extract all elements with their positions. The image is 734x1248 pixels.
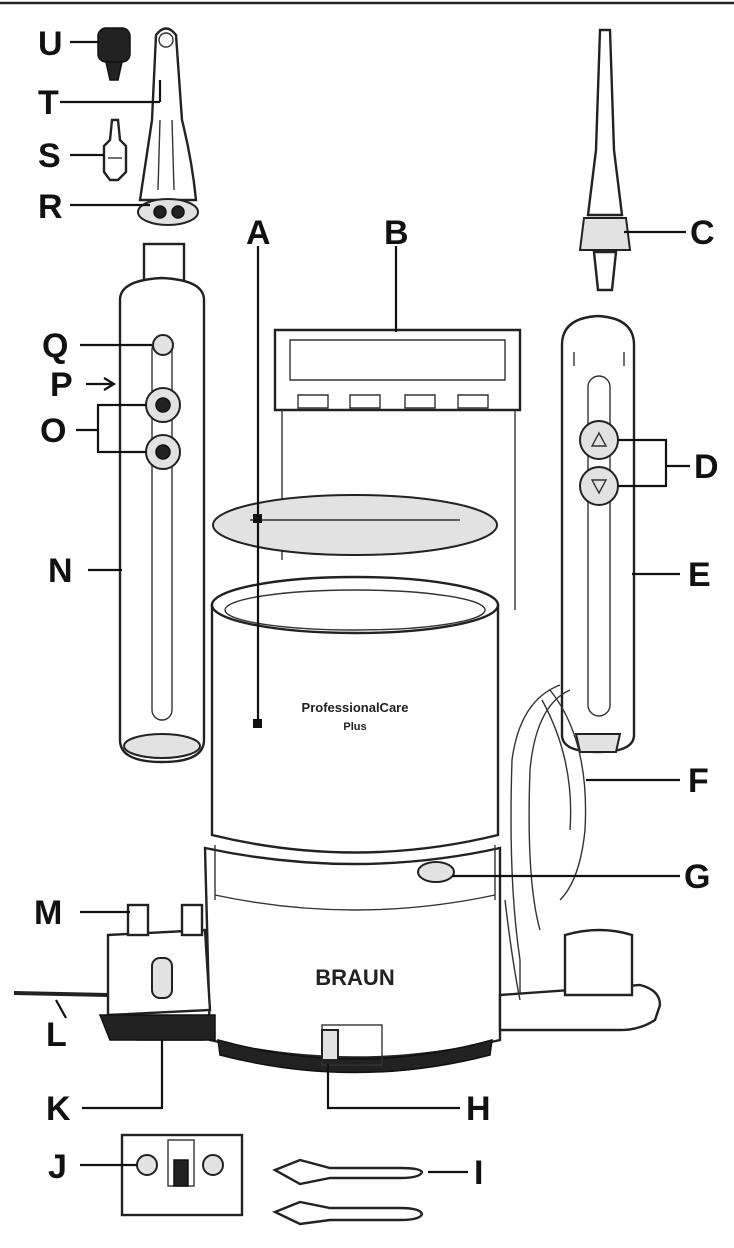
leader-lines <box>55 40 690 1174</box>
brush-head-u <box>97 27 131 81</box>
label-a: A <box>246 214 271 252</box>
storage-compartment-b <box>273 328 522 610</box>
reservoir-lid <box>212 494 498 556</box>
label-b: B <box>384 214 409 252</box>
label-s: S <box>38 137 61 175</box>
label-l: L <box>46 1016 67 1054</box>
label-i: I <box>474 1154 483 1192</box>
label-r: R <box>38 188 63 226</box>
label-m: M <box>34 894 62 932</box>
label-t: T <box>38 84 59 122</box>
cup-product-suffix: Plus <box>343 721 366 733</box>
power-cord-l <box>13 991 109 997</box>
label-h: H <box>466 1090 491 1128</box>
label-n: N <box>48 552 73 590</box>
base-station: BRAUN <box>203 845 502 1074</box>
leader-a-dot-top <box>253 514 262 523</box>
label-e: E <box>688 556 711 594</box>
toothbrush-attachment-t <box>137 27 199 226</box>
leader-k <box>82 1040 164 1110</box>
label-f: F <box>688 762 709 800</box>
jet-handle-e <box>560 314 636 754</box>
wall-mount-j <box>120 1133 244 1217</box>
label-p: P <box>50 366 73 404</box>
jet-holder-plate <box>498 899 662 1032</box>
label-u: U <box>38 25 63 63</box>
leader-p <box>86 377 117 391</box>
label-k: K <box>46 1090 71 1128</box>
base-brand-logo: BRAUN <box>315 965 394 990</box>
jet-nozzle-c <box>578 28 632 292</box>
label-c: C <box>690 214 715 252</box>
label-q: Q <box>42 327 68 365</box>
label-d: D <box>694 448 719 486</box>
label-o: O <box>40 412 66 450</box>
label-g: G <box>684 858 710 896</box>
leader-o <box>76 403 146 454</box>
part-labels: U T S R A B C Q P O D N E F G M L K H J … <box>34 25 719 1192</box>
leader-h <box>326 1064 460 1110</box>
leader-d <box>618 438 690 488</box>
water-reservoir-a: ProfessionalCare Plus <box>210 575 500 854</box>
water-tube-f <box>510 684 587 1000</box>
cup-product-name: ProfessionalCare <box>302 700 409 715</box>
toothbrush-handle-n <box>118 242 206 764</box>
screws-and-dowels-i <box>272 1158 424 1226</box>
leader-a-dot-bottom <box>253 719 262 728</box>
cord-storage-k <box>98 1014 216 1041</box>
leader-l <box>55 999 67 1019</box>
interdental-nozzle-s <box>102 118 128 182</box>
label-j: J <box>48 1148 67 1186</box>
